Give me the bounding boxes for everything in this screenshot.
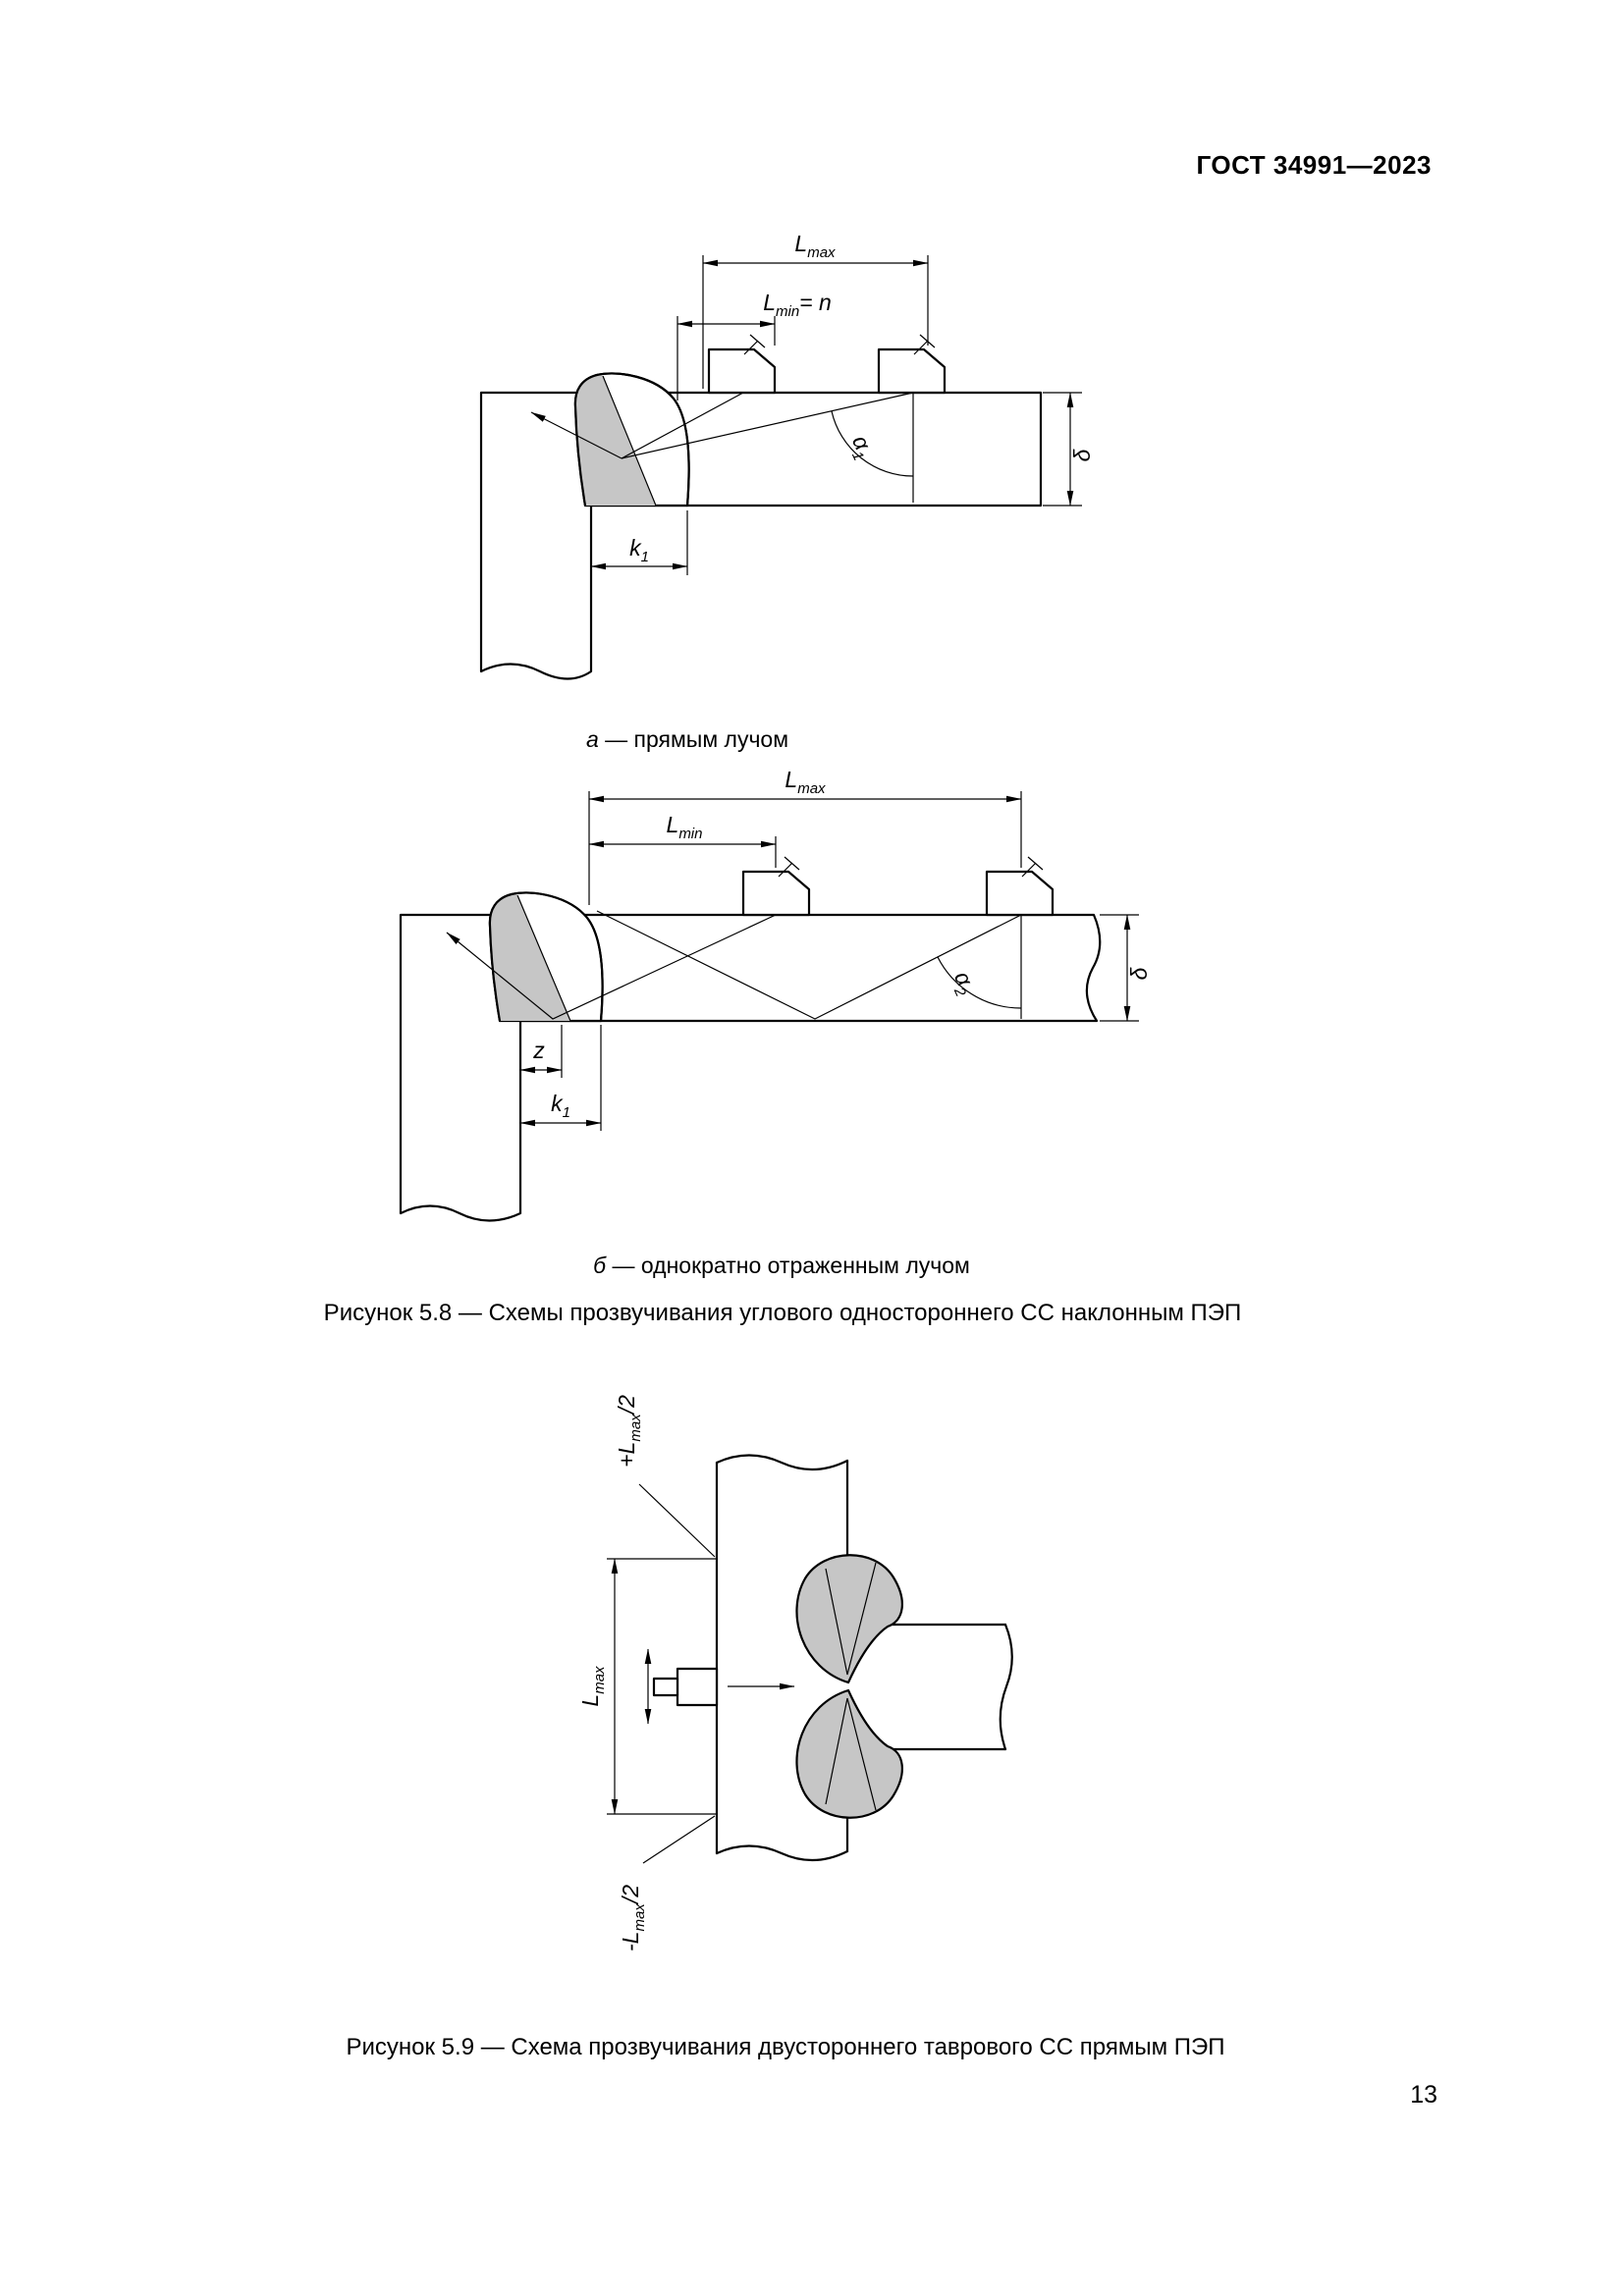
label-plus-half-lmax: +Lmax/2 (614, 1395, 716, 1558)
exit-beam-arrow (530, 411, 623, 459)
lmax-label: Lmax (577, 1666, 608, 1707)
probe-near (707, 334, 777, 395)
dimension-lmax: Lmax (577, 1558, 717, 1815)
standard-number: ГОСТ 34991—2023 (1196, 150, 1432, 180)
caption-text: — однократно отраженным лучом (606, 1253, 970, 1278)
dimension-lmax: Lmax (588, 767, 1022, 905)
beam-lines (530, 392, 914, 503)
web-plate (885, 1623, 1013, 1751)
lmin-label: Lmin= n (763, 290, 832, 320)
page-number: 13 (1410, 2081, 1437, 2109)
caption-view-b: б — однократно отраженным лучом (593, 1253, 970, 1279)
weld-bead (488, 891, 604, 1023)
weld-bead-lower (795, 1688, 903, 1819)
k1-label: k1 (551, 1091, 570, 1121)
dimension-delta: δ (1043, 392, 1095, 507)
figure-5-8b-diagram: α2 Lmax Lmin δ z (399, 767, 1152, 1222)
figure-5-9-diagram: Lmax +Lmax/2 -Lmax/2 (577, 1395, 1013, 1951)
delta-label: δ (1069, 449, 1095, 461)
probe-far (877, 334, 947, 395)
caption-letter: б (593, 1253, 607, 1278)
reflected-beam-near (446, 914, 777, 1020)
dimension-delta: δ (1100, 914, 1152, 1022)
k1-label: k1 (629, 535, 649, 565)
probe-far (985, 856, 1055, 917)
dimension-k1: k1 (519, 1025, 602, 1131)
weld-bead (573, 372, 690, 507)
page-header: ГОСТ 34991—2023 (1197, 150, 1433, 181)
reflected-beam-far (596, 910, 1022, 1020)
dimension-lmin: Lmin (588, 812, 777, 868)
straight-probe (652, 1667, 719, 1707)
minus-half-label: -Lmax/2 (618, 1885, 648, 1951)
caption-letter: а (585, 726, 599, 752)
plus-half-label: +Lmax/2 (614, 1395, 644, 1468)
lmax-label: Lmax (785, 767, 826, 797)
caption-text: — прямым лучом (598, 726, 789, 752)
base-plate (518, 913, 1102, 1023)
probe-mark-icon (778, 856, 800, 878)
leader-line (638, 1483, 716, 1558)
weld-bead-upper (795, 1554, 903, 1684)
label-minus-half-lmax: -Lmax/2 (618, 1815, 716, 1951)
lmax-label: Lmax (794, 231, 836, 261)
wall-plate (399, 913, 522, 1222)
flange-plate (715, 1454, 849, 1862)
caption-view-a: а — прямым лучом (586, 726, 788, 753)
lmin-label: Lmin (667, 812, 703, 842)
dimension-k1: k1 (590, 510, 688, 575)
wall-plate (479, 391, 593, 680)
probe-near (741, 856, 811, 917)
figure-5-9-caption: Рисунок 5.9 — Схема прозвучивания двусто… (346, 2034, 1225, 2060)
figure-5-8a-diagram: α1 Lmax Lmin= n δ k1 (479, 231, 1095, 680)
figure-5-8-caption: Рисунок 5.8 — Схемы прозвучивания углово… (323, 1300, 1242, 1326)
dimension-lmin: Lmin= n (677, 290, 832, 400)
probe-mark-icon (743, 334, 766, 355)
delta-label: δ (1126, 967, 1152, 980)
beam-lines (446, 910, 1022, 1020)
probe-mark-icon (1021, 856, 1044, 878)
z-label: z (532, 1038, 545, 1063)
leader-line (642, 1815, 716, 1864)
dimension-z: z (519, 1025, 563, 1078)
